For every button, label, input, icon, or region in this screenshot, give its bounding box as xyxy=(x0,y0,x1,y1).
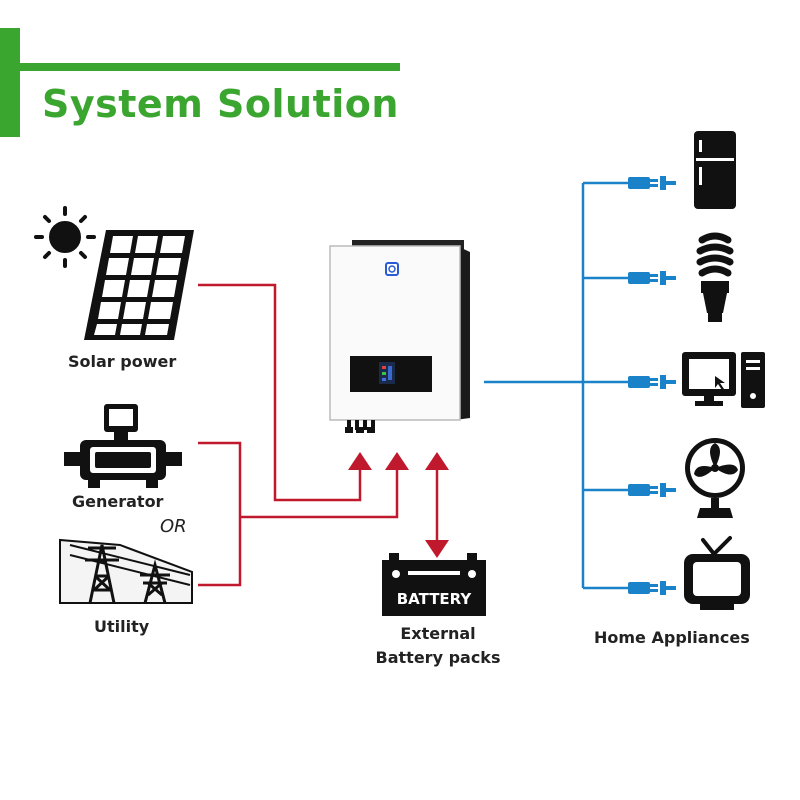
output-plugs xyxy=(628,176,676,595)
fan-icon xyxy=(685,438,745,518)
plug-icon xyxy=(628,581,676,595)
solar-arrowhead xyxy=(348,452,372,470)
home-appliances-label: Home Appliances xyxy=(594,628,750,647)
refrigerator-icon xyxy=(694,131,736,209)
header-horizontal-bar xyxy=(20,63,400,71)
output-wiring xyxy=(484,181,628,590)
tv-icon xyxy=(684,536,750,610)
plug-icon xyxy=(628,483,676,497)
battery-icon: BATTERY xyxy=(382,553,486,616)
inverter-unit xyxy=(329,240,470,433)
or-label: OR xyxy=(160,516,187,537)
input-wiring xyxy=(198,283,439,587)
plug-icon xyxy=(628,176,676,190)
utility-pylon-icon xyxy=(59,538,193,604)
sun-icon xyxy=(34,206,96,268)
solar-wire xyxy=(198,283,362,502)
computer-icon xyxy=(682,352,765,408)
utility-label: Utility xyxy=(94,617,150,636)
plug-icon xyxy=(628,375,676,389)
battery-label-line2: Battery packs xyxy=(375,648,501,667)
input-arrowheads xyxy=(348,452,449,558)
generator-icon xyxy=(64,404,182,488)
battery-label-line1: External xyxy=(400,624,476,643)
battery-plate-text: BATTERY xyxy=(397,590,473,608)
battery-arrowhead-down xyxy=(425,540,449,558)
grid-wire xyxy=(240,470,399,519)
header-vertical-bar xyxy=(0,28,20,137)
battery-arrowhead-up xyxy=(425,452,449,470)
solar-power-label: Solar power xyxy=(68,352,177,371)
generator-wire xyxy=(198,441,242,587)
solar-panel-icon xyxy=(84,230,194,340)
generator-label: Generator xyxy=(72,492,164,511)
grid-arrowhead xyxy=(385,452,409,470)
page-title: System Solution xyxy=(42,82,399,126)
plug-icon xyxy=(628,271,676,285)
light-bulb-icon xyxy=(696,232,734,322)
